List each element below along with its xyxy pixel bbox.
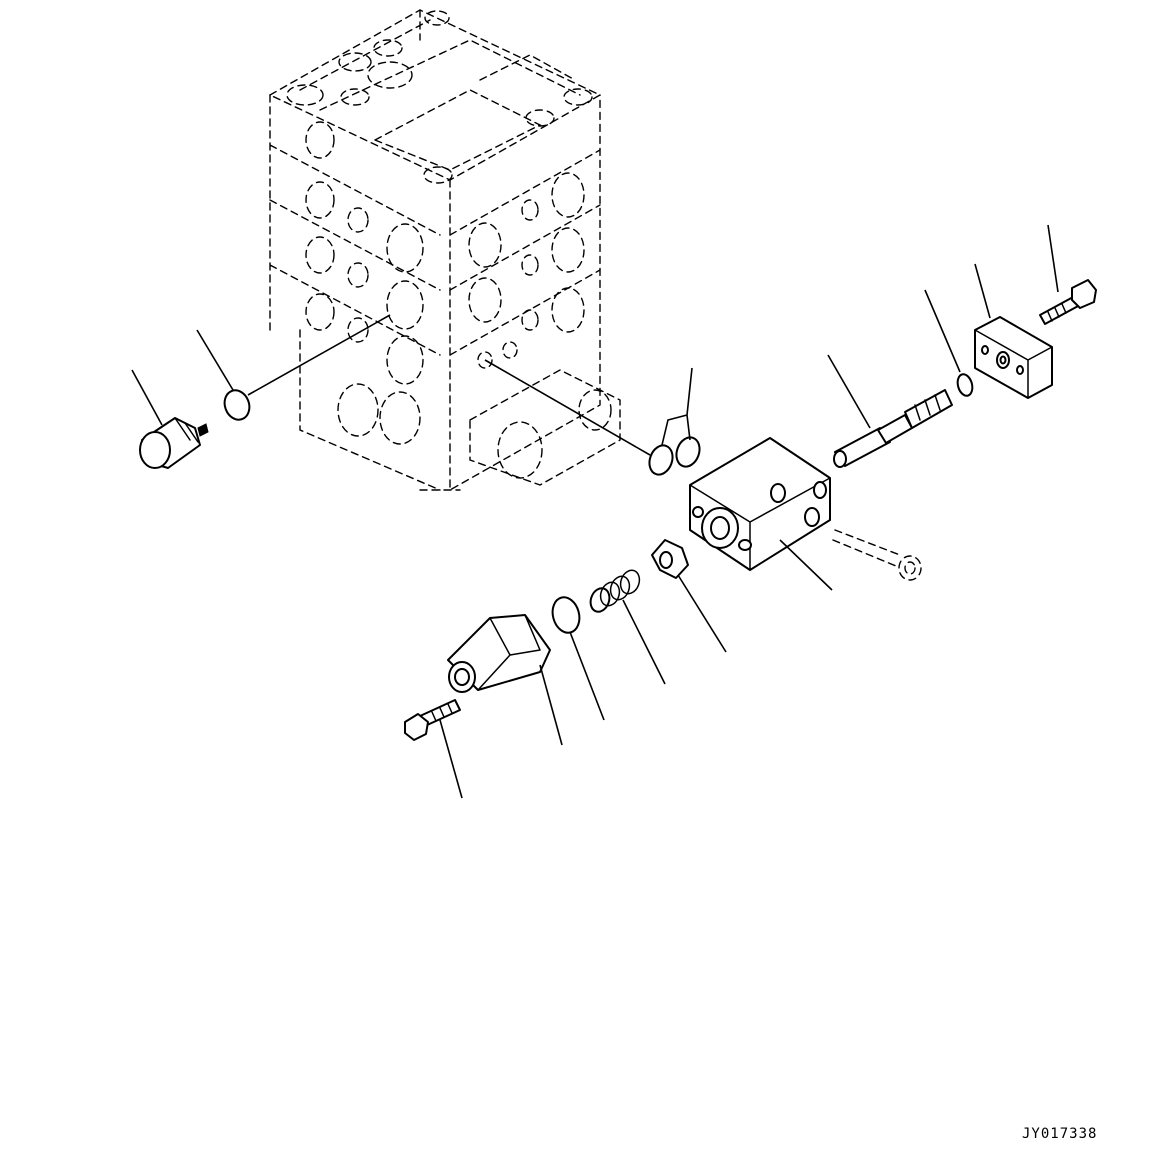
leader-spool: [827, 354, 871, 429]
cap-bolt: [404, 699, 461, 741]
leader-cover-plate: [974, 263, 991, 319]
pressure-switch: [139, 417, 209, 469]
cover-plate: [974, 316, 1053, 399]
leader-switch: [131, 369, 163, 426]
leader-oring-pair: [661, 367, 693, 446]
socket-bolt-dashed: [832, 529, 922, 581]
leader-valve-block: [779, 539, 833, 591]
leader-spring: [622, 599, 666, 685]
spool: [833, 389, 953, 468]
spring: [589, 569, 641, 613]
o-ring-pair: [648, 436, 701, 476]
leader-oring-cap: [569, 631, 605, 721]
drawing-code: JY017338: [1022, 1126, 1098, 1142]
control-valve-body: [268, 9, 621, 492]
o-ring-cap: [551, 596, 581, 634]
leader-plate-bolt: [1047, 224, 1059, 293]
leader-oring-small: [924, 289, 961, 373]
o-ring-switch: [223, 389, 251, 421]
valve-block: [689, 437, 831, 571]
assembly-line-switch: [247, 314, 391, 396]
leader-nut: [677, 574, 727, 653]
leader-oring-switch: [196, 329, 234, 391]
o-ring-small: [956, 373, 974, 397]
leader-cap-bolt: [439, 719, 463, 799]
cap: [447, 614, 551, 693]
plate-bolt: [1039, 279, 1097, 325]
leader-cap: [539, 664, 563, 746]
nut: [651, 539, 689, 579]
assembly-line-valve: [484, 359, 651, 456]
